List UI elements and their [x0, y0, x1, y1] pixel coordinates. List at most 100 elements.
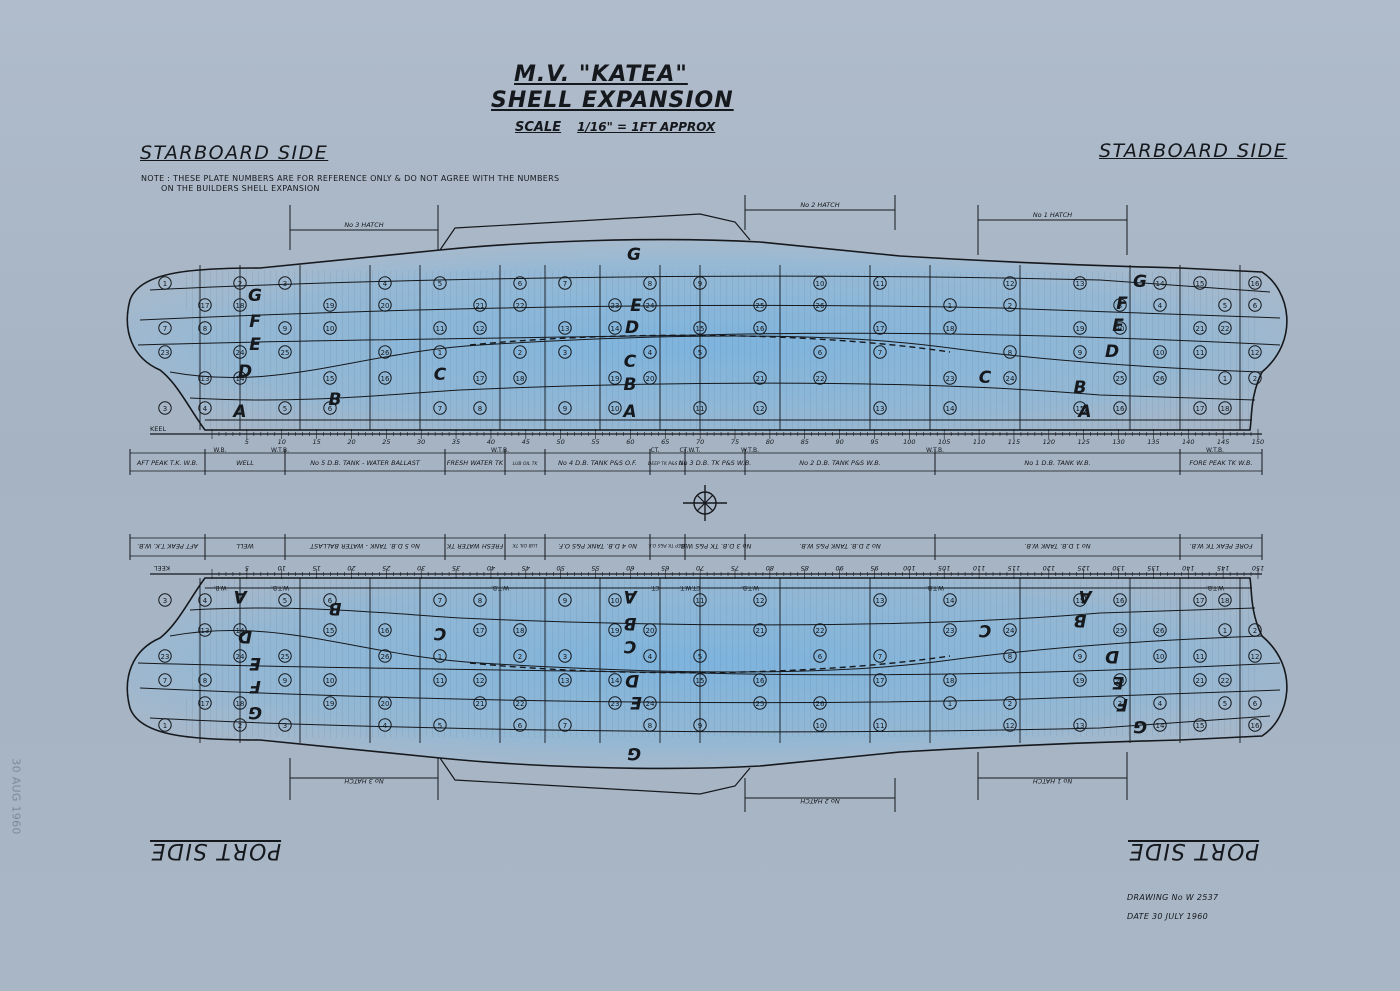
frame-number: 70 [696, 438, 704, 446]
plate-circle [558, 593, 572, 607]
plate-circle [473, 371, 487, 385]
plate-number-label: 23 [161, 349, 170, 357]
plate-number-label: 12 [1251, 349, 1260, 357]
plate-number-label: 6 [818, 349, 823, 357]
plate-number-label: 7 [563, 722, 567, 730]
plate-circle [873, 345, 887, 359]
plate-number-label: 4 [203, 597, 208, 605]
plate-number-label: 18 [236, 700, 245, 708]
plate-number-label: 17 [476, 375, 485, 383]
plate-number-label: 9 [698, 722, 702, 730]
strake-letter: B [1074, 610, 1087, 630]
plate-number: 19 [608, 371, 622, 385]
plate-circle [1153, 345, 1167, 359]
plate-number-label: 13 [1076, 722, 1085, 730]
plate-circle [943, 623, 957, 637]
plate-number: 12 [753, 401, 767, 415]
plate-number-label: 6 [518, 722, 523, 730]
plate-number: 21 [473, 298, 487, 312]
plate-number-label: 26 [1156, 375, 1165, 383]
plate-number-label: 2 [1008, 302, 1012, 310]
strake-letter: G [248, 286, 262, 306]
keel-label: KEEL [150, 425, 166, 433]
plate-number-label: 2 [238, 280, 242, 288]
plate-number-label: 16 [1116, 597, 1125, 605]
plate-number-label: 15 [326, 375, 335, 383]
plate-circle [643, 371, 657, 385]
plate-number-label: 19 [1076, 677, 1085, 685]
plate-number-label: 18 [1221, 405, 1230, 413]
plate-circle [433, 673, 447, 687]
plate-number-label: 19 [326, 700, 335, 708]
plate-circle [1003, 298, 1017, 312]
plate-number-label: 1 [1223, 627, 1227, 635]
plate-number-label: 21 [476, 700, 485, 708]
plate-number: 10 [608, 401, 622, 415]
strake-letter: E [249, 335, 261, 355]
plate-number-label: 13 [201, 627, 210, 635]
plate-number: 15 [323, 623, 337, 637]
strake-letter: G [627, 245, 641, 265]
plate-circle [1113, 321, 1127, 335]
strake-letter: C [978, 620, 991, 640]
plate-number-label: 1 [438, 349, 442, 357]
plate-number-label: 25 [1116, 627, 1125, 635]
plate-number: 4 [643, 649, 657, 663]
frame-number: 145 [1217, 564, 1229, 572]
plate-number: 2 [1248, 371, 1262, 385]
plate-circle [1193, 345, 1207, 359]
plate-number-label: 20 [1116, 677, 1125, 685]
plate-circle [943, 371, 957, 385]
plate-number-label: 17 [876, 677, 885, 685]
plate-circle [1003, 696, 1017, 710]
frame-number: 20 [347, 564, 355, 572]
plate-number: 15 [693, 673, 707, 687]
plate-circle [233, 345, 247, 359]
plate-circle [873, 401, 887, 415]
strake-letter: D [625, 318, 639, 338]
plate-number: 3 [1113, 298, 1127, 312]
plate-number-label: 4 [648, 653, 653, 661]
plate-number-label: 10 [816, 722, 825, 730]
plate-number: 12 [1248, 649, 1262, 663]
strake-letter: B [329, 390, 342, 410]
plate-number: 7 [873, 649, 887, 663]
plate-circle [1193, 321, 1207, 335]
plate-number-label: 4 [648, 349, 653, 357]
plate-circle [233, 649, 247, 663]
plate-number: 11 [693, 401, 707, 415]
plate-number: 10 [608, 593, 622, 607]
plate-number-label: 3 [163, 597, 167, 605]
plate-number: 8 [473, 401, 487, 415]
plate-number-label: 18 [1221, 597, 1230, 605]
strake-letter: A [1076, 402, 1091, 422]
plate-number-label: 19 [1076, 325, 1085, 333]
frame-number: 125 [1077, 438, 1089, 446]
plate-number: 13 [1073, 276, 1087, 290]
plate-number: 8 [1003, 345, 1017, 359]
plate-number-label: 5 [698, 349, 702, 357]
plate-circle [1113, 298, 1127, 312]
tank-label: DEEP TK P&S O.F. [648, 461, 687, 467]
strake-letter: G [1133, 716, 1147, 736]
plate-circle [1003, 276, 1017, 290]
plate-circle [1003, 718, 1017, 732]
plate-number: 5 [1218, 298, 1232, 312]
plate-circle [158, 276, 172, 290]
plate-circle [433, 718, 447, 732]
starboard-hull-outline [126, 238, 1288, 431]
plate-number: 13 [1073, 718, 1087, 732]
plate-circle [513, 649, 527, 663]
plate-number: 20 [378, 298, 392, 312]
tank-label: FRESH WATER TK [446, 542, 503, 550]
frame-number: 115 [1008, 564, 1020, 572]
plate-number-label: 24 [1006, 627, 1015, 635]
tank-label: AFT PEAK T.K. W.B. [137, 542, 199, 550]
frame-number: 55 [591, 564, 599, 572]
plate-circle [378, 696, 392, 710]
plate-number: 2 [513, 649, 527, 663]
plate-number: 26 [813, 298, 827, 312]
plate-number: 18 [1218, 401, 1232, 415]
tank-label: No 5 D.B. TANK - WATER BALLAST [310, 459, 421, 467]
plate-circle [323, 298, 337, 312]
